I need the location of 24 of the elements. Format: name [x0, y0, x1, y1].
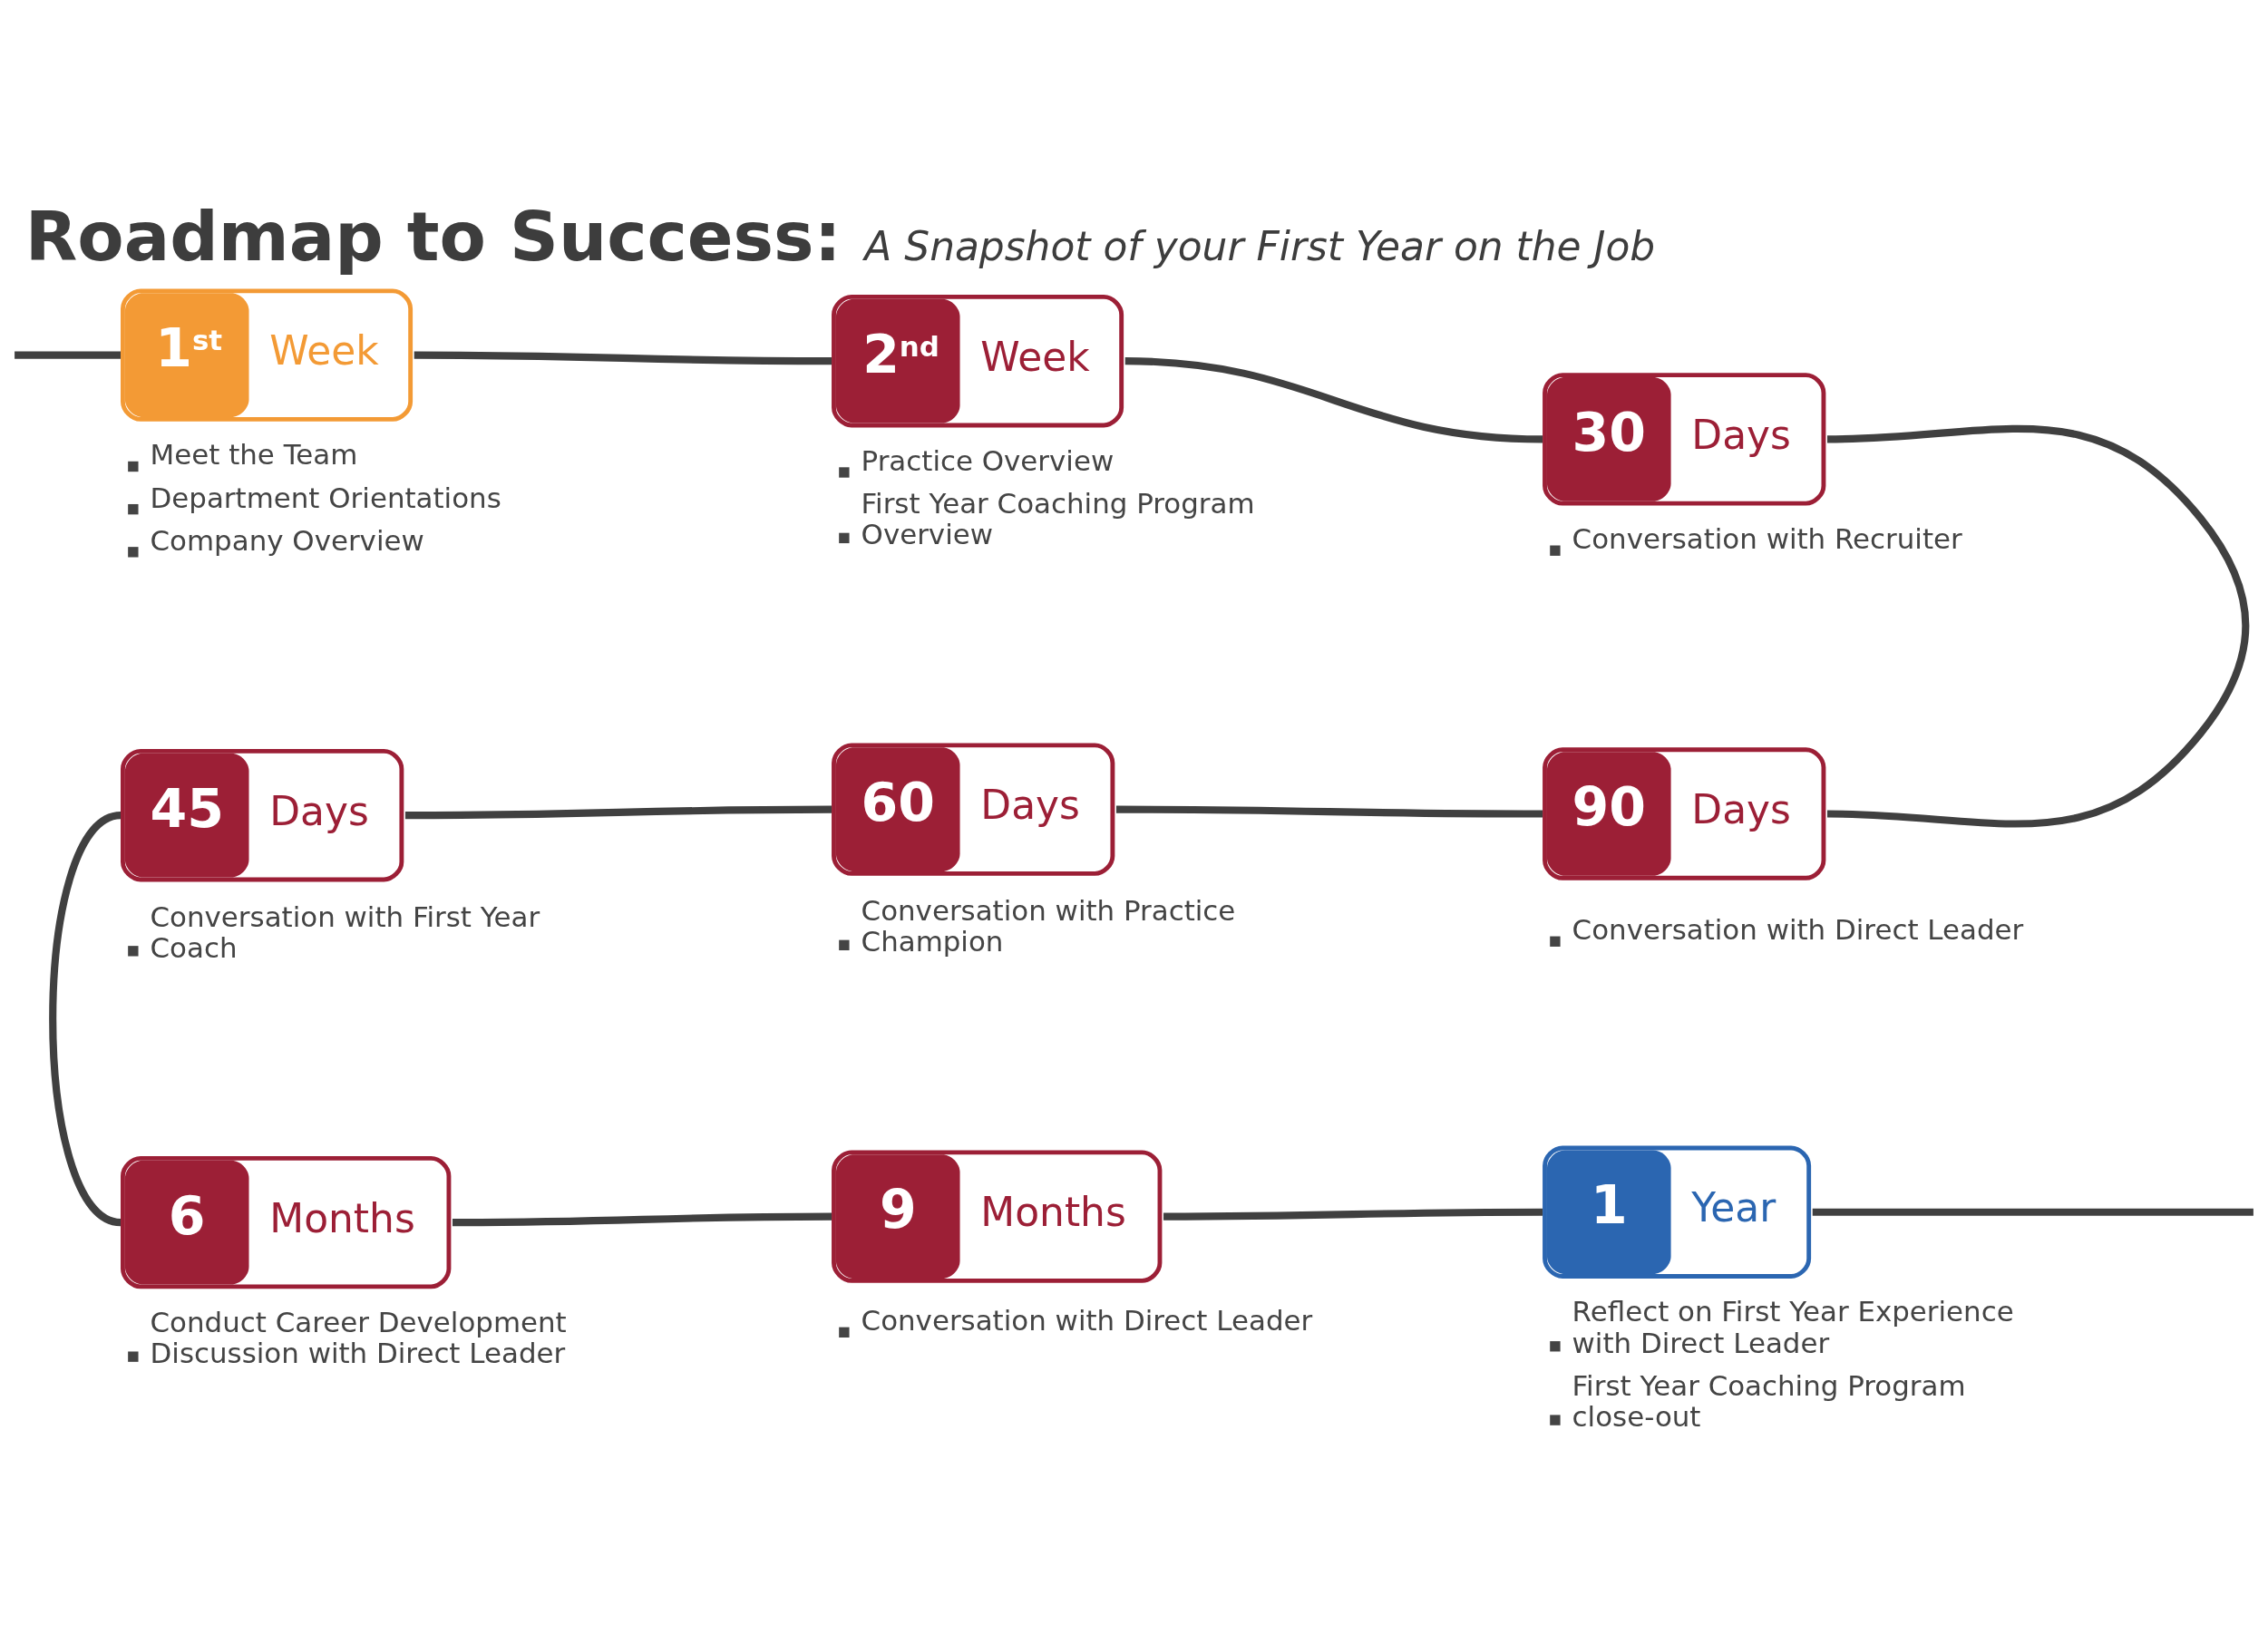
connector: [1124, 357, 1543, 443]
node-label: Conversation with Practice Champion: [861, 894, 1236, 958]
connector: [1163, 1208, 1543, 1221]
node-label: Reflect on First Year Experience with Direct Leader: [1572, 1295, 2014, 1359]
node-label: Conversation with Direct Leader: [861, 1304, 1313, 1338]
node-label: Conversation with Direct Leader: [1572, 913, 2024, 947]
connector: [404, 805, 832, 820]
connector: [453, 1212, 832, 1227]
connector: [1826, 425, 2249, 828]
node-label: Conversation with First Year Coach: [150, 900, 540, 964]
node-label: First Year Coaching Program close-out: [1572, 1368, 1966, 1433]
connector: [49, 812, 122, 1226]
connector: [1812, 1208, 2253, 1216]
diagram-title: Roadmap to Success: A Snapshot of your First Year on the Job: [24, 198, 1656, 277]
connector: [1115, 805, 1543, 818]
node-label: Department Orientations: [150, 481, 501, 514]
connector: [15, 351, 121, 359]
node-label: Conversation with Recruiter: [1572, 522, 1962, 556]
node-label: Practice Overview: [861, 443, 1115, 477]
node-label: Conduct Career Development Discussion with Direct Leader: [150, 1305, 567, 1369]
node-label: First Year Coaching Program Overview: [861, 487, 1255, 551]
node-label: Meet the Team: [150, 438, 358, 472]
connector: [414, 351, 832, 365]
node-label: Company Overview: [150, 523, 424, 557]
